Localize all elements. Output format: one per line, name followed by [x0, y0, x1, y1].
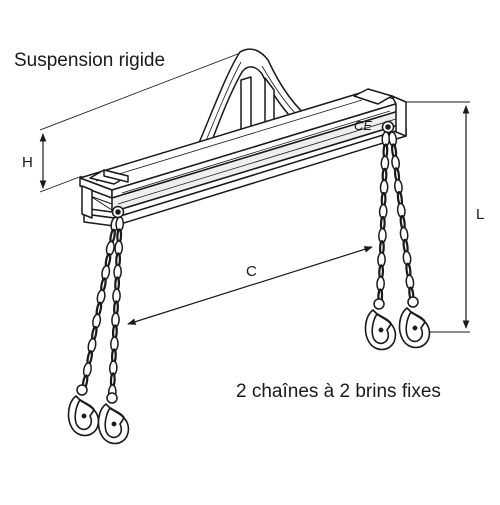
hook-right-outer [364, 298, 397, 351]
hook-body [67, 395, 100, 437]
hook-pin [81, 413, 87, 419]
diagram-title: Suspension rigide [14, 50, 166, 71]
hook-latch [109, 407, 125, 419]
hook-latch [79, 399, 95, 411]
length-label: L [476, 206, 484, 223]
hooks [67, 296, 431, 445]
hook-eye [106, 392, 118, 404]
hook-pin [378, 327, 384, 333]
chain-left-inner [107, 216, 125, 400]
height-dimension: H [22, 133, 47, 189]
diagram-subtitle: 2 chaînes à 2 brins fixes [236, 381, 441, 402]
hook-left-outer [67, 384, 100, 437]
chain-right-inner [388, 131, 415, 302]
length-dimension: L [462, 105, 484, 329]
hook-eye [76, 384, 88, 396]
hook-left-inner [97, 392, 130, 445]
beam [79, 88, 407, 227]
ce-mark: CE [354, 118, 372, 133]
hook-eye [407, 296, 419, 308]
chain-right-outer [376, 131, 391, 304]
hook-latch [376, 313, 392, 325]
chain-left-outer [81, 216, 120, 390]
hook-eye [373, 298, 385, 310]
chains [81, 131, 415, 400]
hook-latch [410, 311, 426, 323]
hook-body [97, 403, 130, 445]
spacing-label: C [246, 263, 257, 280]
hook-pin [412, 325, 418, 331]
hook-right-inner [398, 296, 431, 349]
spacing-dimension: C [127, 246, 373, 325]
hook-pin [111, 421, 117, 427]
height-label: H [22, 154, 33, 171]
hook-body [398, 307, 431, 349]
hook-body [364, 309, 397, 351]
